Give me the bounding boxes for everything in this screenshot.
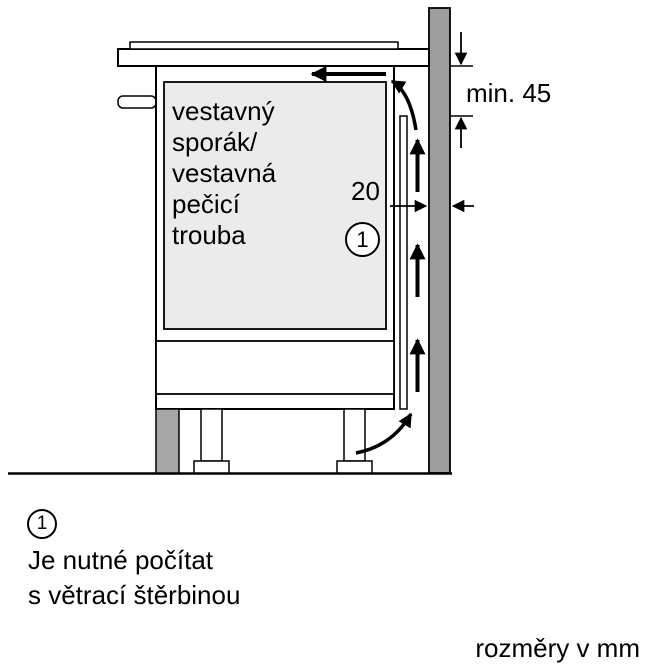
- oven-compartment: [163, 81, 387, 330]
- cooktop: [129, 41, 399, 50]
- drawer: [155, 340, 395, 395]
- legs: [193, 408, 373, 474]
- oven-handle: [117, 95, 157, 109]
- callout-1-marker: 1: [345, 222, 380, 257]
- airflow-arrow-curved-top: [390, 79, 418, 131]
- legend-note: Je nutné počítat s větrací štěrbinou: [28, 545, 241, 610]
- units-label: rozměry v mm: [475, 633, 640, 663]
- countertop: [117, 48, 430, 67]
- foot-left: [193, 460, 230, 474]
- wall: [428, 7, 451, 474]
- legend-callout-number: 1: [36, 513, 48, 534]
- leg-left: [200, 408, 223, 462]
- oven-label: vestavný sporák/ vestavná pečicí trouba: [172, 96, 277, 250]
- legend-callout-marker: 1: [27, 509, 57, 539]
- dimension-min45-arrows: [451, 32, 473, 148]
- cabinet-side-panel: [155, 408, 180, 474]
- airflow-arrow-curved-bottom: [355, 412, 413, 455]
- vent-channel-panel: [399, 115, 408, 410]
- dimension-min45-label: min. 45: [466, 78, 552, 108]
- foot-right: [336, 460, 373, 474]
- callout-1-number: 1: [356, 226, 369, 252]
- airflow-arrows: [310, 66, 426, 455]
- dimension-gap-label: 20: [351, 176, 380, 206]
